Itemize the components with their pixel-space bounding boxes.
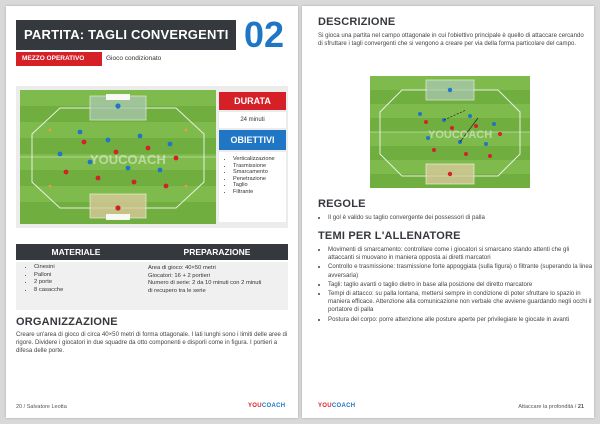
mezzo-operativo-value: Gioco condizionato	[106, 55, 162, 62]
obiettivo-item: Smarcamento	[233, 169, 286, 176]
mezzo-operativo-label: MEZZO OPERATIVO	[16, 52, 102, 66]
regola-item: Il gol è valido su taglio convergente de…	[328, 214, 594, 222]
obiettivo-item: Filtrante	[233, 189, 286, 196]
youcoach-logo: YOUCOACH	[248, 403, 286, 409]
temi-heading: TEMI PER L'ALLENATORE	[318, 230, 461, 242]
watermark-logo: YOUCOACH	[90, 152, 166, 167]
materiale-item: Palloni	[34, 272, 144, 280]
field-diagram-main: YOUCOACH	[20, 90, 216, 224]
right-page: DESCRIZIONE Si gioca una partita nel cam…	[302, 6, 594, 418]
obiettivo-item: Trasmissione	[233, 163, 286, 170]
tema-item: Tempi di attacco: su palla lontana, mett…	[328, 290, 594, 315]
footer-left: 20 / Salvatore Leotta	[16, 404, 67, 410]
preparazione-line: Giocatori: 16 + 2 portieri	[148, 272, 211, 279]
page-number: 21	[577, 404, 584, 410]
materials-header-bar	[16, 244, 288, 260]
tema-item: Tagli: taglio avanti o taglio dietro in …	[328, 281, 594, 289]
obiettivi-list: Verticalizzazione Trasmissione Smarcamen…	[219, 152, 286, 222]
preparazione-text: Area di gioco: 40×50 metri Giocatori: 16…	[148, 265, 284, 295]
materiale-item: 8 casacche	[34, 287, 144, 295]
obiettivo-item: Verticalizzazione	[233, 156, 286, 163]
regole-list: Il gol è valido su taglio convergente de…	[318, 214, 594, 223]
descrizione-heading: DESCRIZIONE	[318, 16, 396, 28]
materiale-list: Cinesini Palloni 2 porte 8 casacche	[24, 264, 144, 294]
tema-item: Controllo e trasmissione: trasmissione f…	[328, 263, 594, 279]
temi-list: Movimenti di smarcamento: controllare co…	[318, 246, 594, 325]
field-diagram-secondary: YOUCOACH	[370, 76, 530, 188]
preparazione-heading: PREPARAZIONE	[183, 247, 251, 257]
obiettivo-item: Penetrazione	[233, 176, 286, 183]
durata-value: 24 minuti	[219, 112, 286, 128]
materials-panel	[16, 262, 288, 310]
regole-heading: REGOLE	[318, 198, 366, 210]
obiettivi-label: OBIETTIVI	[219, 130, 286, 150]
chapter-title: Attaccare la profondità	[518, 404, 574, 410]
materiale-heading: MATERIALE	[51, 247, 101, 257]
youcoach-logo: YOUCOACH	[318, 403, 356, 409]
preparazione-line: di recupero tra le serie	[148, 287, 206, 294]
footer-right: Attaccare la profondità / 21	[518, 404, 584, 410]
descrizione-text: Si gioca una partita nel campo ottagonal…	[318, 32, 584, 48]
watermark-logo: YOUCOACH	[428, 129, 492, 141]
exercise-number: 02	[243, 14, 285, 55]
tema-item: Movimenti di smarcamento: controllare co…	[328, 246, 594, 262]
page-number: 20	[16, 404, 23, 410]
materiale-item: 2 porte	[34, 279, 144, 287]
durata-label: DURATA	[219, 92, 286, 110]
tema-item: Postura del corpo: porre attenzione alle…	[328, 316, 594, 324]
organizzazione-text: Creare un'area di gioco di circa 40×50 m…	[16, 331, 288, 355]
author-name: Salvatore Leotta	[26, 404, 67, 410]
preparazione-line: Area di gioco: 40×50 metri	[148, 265, 216, 271]
materiale-item: Cinesini	[34, 264, 144, 272]
organizzazione-heading: ORGANIZZAZIONE	[16, 316, 118, 328]
exercise-title: PARTITA: TAGLI CONVERGENTI	[16, 20, 236, 50]
left-page: PARTITA: TAGLI CONVERGENTI 02 MEZZO OPER…	[6, 6, 298, 418]
obiettivo-item: Taglio	[233, 182, 286, 189]
preparazione-line: Numero di serie: 2 da 10 minuti con 2 mi…	[148, 280, 262, 287]
